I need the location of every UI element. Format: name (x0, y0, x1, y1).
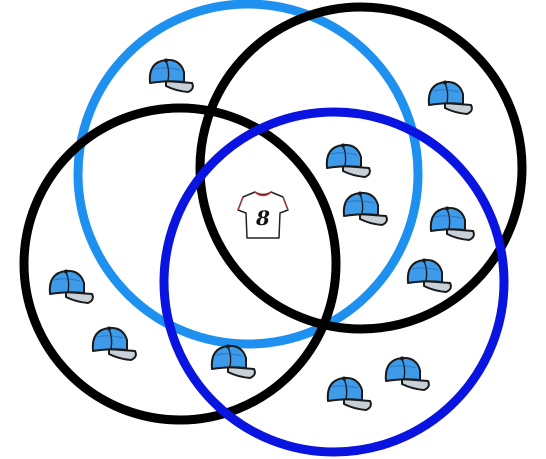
baseball-cap-icon (325, 142, 371, 178)
baseball-cap-icon (210, 343, 256, 379)
baseball-cap-icon (429, 205, 475, 241)
jersey-icon: 8 (237, 191, 289, 239)
venn-circle-blue (159, 107, 509, 457)
baseball-cap-icon (48, 268, 94, 304)
venn-circle-light-blue (73, 0, 423, 349)
baseball-cap-icon (406, 257, 452, 293)
baseball-cap-icon (326, 375, 372, 411)
baseball-cap-icon (384, 355, 430, 391)
baseball-cap-icon (342, 190, 388, 226)
venn-circle-black-left (19, 103, 341, 425)
baseball-cap-icon (427, 79, 473, 115)
jersey-number: 8 (255, 206, 270, 230)
baseball-cap-icon (91, 325, 137, 361)
venn-circle-black-upper-right (195, 2, 527, 334)
baseball-cap-icon (148, 57, 194, 93)
